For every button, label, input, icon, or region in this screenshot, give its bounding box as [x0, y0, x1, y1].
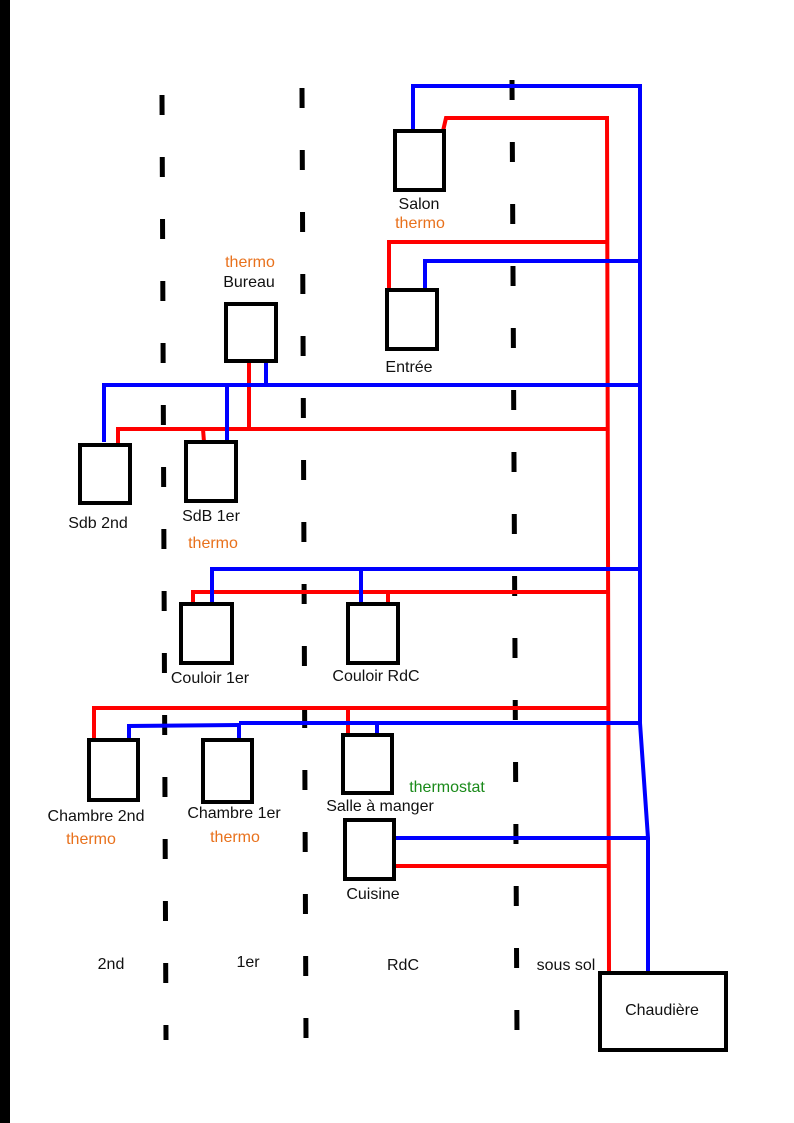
supply-pipes [92, 116, 611, 974]
radiator-bureau [224, 302, 278, 363]
label-couloir-1er: Couloir 1er [171, 670, 250, 687]
label-boiler: Chaudière [625, 1002, 699, 1019]
radiator-sdb-2nd [78, 443, 132, 505]
label-sdb-2nd: Sdb 2nd [68, 515, 128, 532]
radiator-chambre-2nd [87, 738, 140, 802]
floor-divider-1er-rdc [299, 87, 309, 1041]
radiator-sdb-1er [184, 440, 238, 503]
floor-label-sous-sol: sous sol [537, 957, 596, 974]
radiator-salon [393, 129, 446, 192]
radiator-couloir-rdc [346, 602, 400, 665]
floor-label-2nd: 2nd [98, 956, 125, 973]
floor-label-1er: 1er [236, 954, 260, 971]
label-entree: Entrée [385, 359, 432, 376]
thermo-chambre-1er: thermo [210, 829, 260, 846]
radiator-couloir-1er [179, 602, 234, 665]
label-cuisine: Cuisine [346, 886, 399, 903]
thermostat-salle-a-manger: thermostat [409, 779, 485, 796]
label-salon: Salon [399, 196, 440, 213]
label-couloir-rdc: Couloir RdC [332, 668, 419, 685]
floor-divider-2nd-1er [159, 94, 169, 1041]
label-sdb-1er: SdB 1er [182, 508, 240, 525]
floor-divider-rdc-soussol [509, 79, 520, 1041]
label-salle-a-manger: Salle à manger [326, 798, 434, 815]
floor-label-rdc: RdC [387, 957, 419, 974]
radiator-chambre-1er [201, 738, 254, 804]
label-chambre-1er: Chambre 1er [187, 805, 281, 822]
left-border [0, 0, 10, 1123]
thermo-sdb-1er: thermo [188, 535, 238, 552]
boiler [598, 971, 728, 1052]
thermo-bureau: thermo [225, 254, 275, 271]
radiator-entree [385, 288, 439, 351]
radiator-cuisine [343, 818, 396, 881]
label-bureau: Bureau [223, 274, 275, 291]
radiator-salle-a-manger [341, 733, 394, 795]
thermo-chambre-2nd: thermo [66, 831, 116, 848]
thermo-salon: thermo [395, 215, 445, 232]
return-pipes [102, 84, 650, 973]
label-chambre-2nd: Chambre 2nd [48, 808, 145, 825]
